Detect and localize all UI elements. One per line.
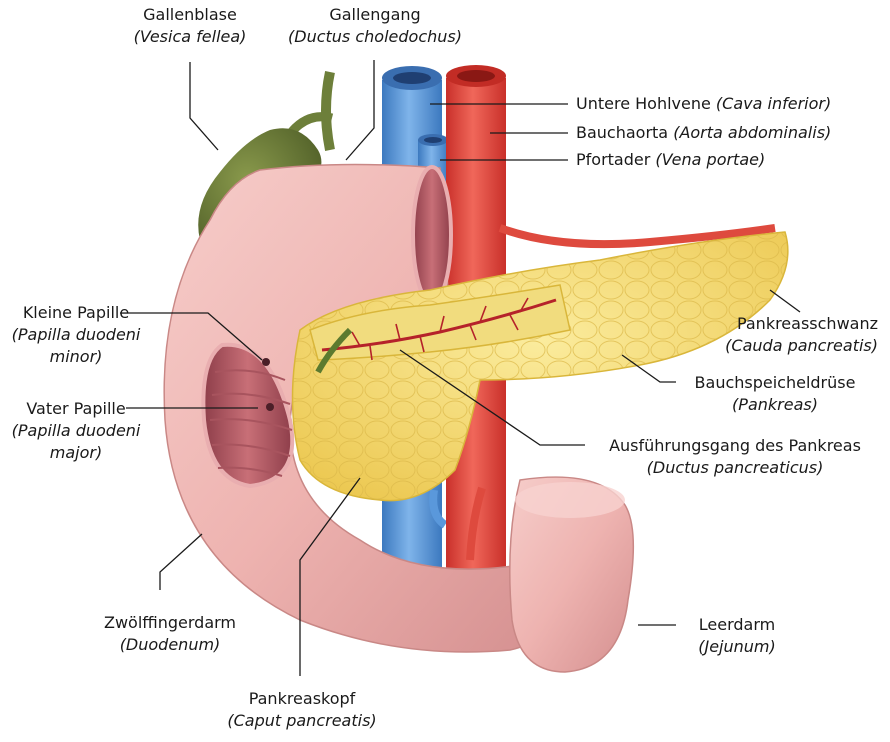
label-vater-papille: Vater Papille (Papilla duodeni major)	[6, 398, 146, 464]
pancreas	[291, 231, 789, 502]
label-gallengang: Gallengang (Ductus choledochus)	[282, 4, 468, 48]
label-gallenblase-de: Gallenblase	[143, 5, 237, 24]
label-pfortader-de: Pfortader	[576, 150, 651, 169]
label-pankreasschwanz: Pankreasschwanz (Cauda pancreatis)	[660, 313, 878, 357]
label-hohlvene-de: Untere Hohlvene	[576, 94, 711, 113]
label-leerdarm: Leerdarm (Jejunum)	[682, 614, 792, 658]
label-hohlvene: Untere Hohlvene (Cava inferior)	[576, 93, 831, 115]
label-kleine-papille-lat2: minor)	[49, 347, 103, 366]
label-aorta: Bauchaorta (Aorta abdominalis)	[576, 122, 831, 144]
label-bauchspeicheldruese-lat: (Pankreas)	[732, 395, 818, 414]
label-bauchspeicheldruese: Bauchspeicheldrüse (Pankreas)	[672, 372, 878, 416]
label-vater-papille-lat2: major)	[49, 443, 103, 462]
label-zwoelffingerdarm-de: Zwölffingerdarm	[103, 613, 237, 632]
label-zwoelffingerdarm: Zwölffingerdarm (Duodenum)	[82, 612, 258, 656]
label-gallengang-de: Gallengang	[329, 5, 421, 24]
label-pankreasschwanz-de: Pankreasschwanz	[736, 314, 878, 333]
label-zwoelffingerdarm-lat: (Duodenum)	[119, 635, 221, 654]
label-ausfuehrungsgang-lat: (Ductus pancreaticus)	[646, 458, 824, 477]
label-kleine-papille-de: Kleine Papille	[22, 303, 130, 322]
label-leerdarm-lat: (Jejunum)	[698, 637, 776, 656]
label-gallenblase-lat: (Vesica fellea)	[133, 27, 247, 46]
label-ausfuehrungsgang-de: Ausführungsgang des Pankreas	[609, 436, 861, 455]
label-kleine-papille: Kleine Papille (Papilla duodeni minor)	[6, 302, 146, 368]
label-pfortader: Pfortader (Vena portae)	[576, 149, 765, 171]
label-pankreaskopf: Pankreaskopf (Caput pancreatis)	[214, 688, 390, 732]
label-gallenblase: Gallenblase (Vesica fellea)	[122, 4, 258, 48]
label-leerdarm-de: Leerdarm	[698, 615, 776, 634]
jejunum	[509, 476, 635, 673]
label-pankreaskopf-lat: (Caput pancreatis)	[227, 711, 377, 730]
label-pankreaskopf-de: Pankreaskopf	[248, 689, 356, 708]
label-bauchspeicheldruese-de: Bauchspeicheldrüse	[694, 373, 856, 392]
label-pfortader-lat: (Vena portae)	[655, 150, 766, 169]
label-gallengang-lat: (Ductus choledochus)	[288, 27, 462, 46]
label-aorta-lat: (Aorta abdominalis)	[673, 123, 832, 142]
label-vater-papille-de: Vater Papille	[26, 399, 126, 418]
label-kleine-papille-lat1: (Papilla duodeni	[11, 325, 141, 344]
leader-lines	[120, 60, 801, 676]
label-hohlvene-lat: (Cava inferior)	[715, 94, 832, 113]
label-ausfuehrungsgang: Ausführungsgang des Pankreas (Ductus pan…	[590, 435, 880, 479]
label-aorta-de: Bauchaorta	[576, 123, 669, 142]
label-vater-papille-lat1: (Papilla duodeni	[11, 421, 141, 440]
label-pankreasschwanz-lat: (Cauda pancreatis)	[725, 336, 878, 355]
